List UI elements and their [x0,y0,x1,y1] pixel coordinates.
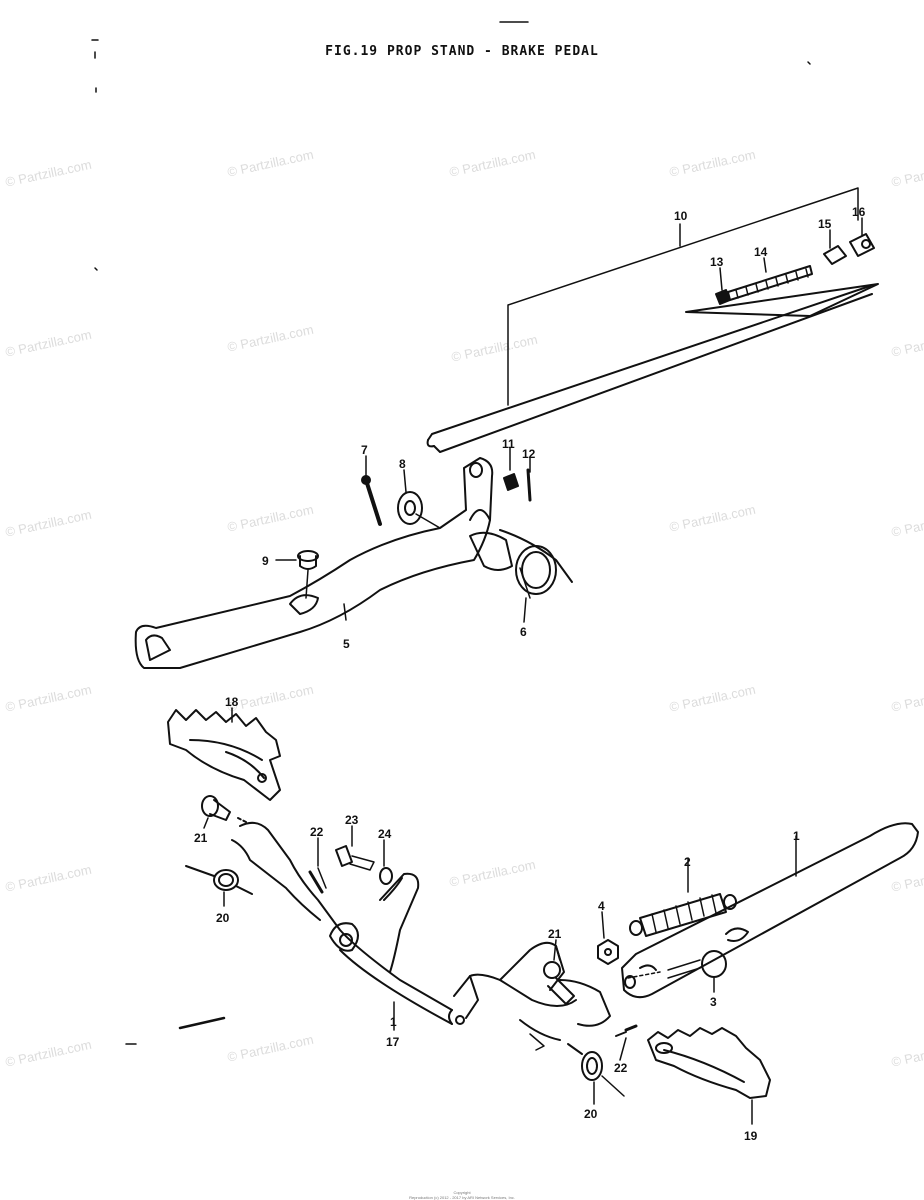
pin-21-lower [543,961,575,1005]
bolt-3 [627,950,727,979]
callout-labels: 10 14 13 15 16 7 8 11 12 9 5 6 18 21 22 … [194,205,866,1143]
footrest-18 [167,709,281,801]
callout-21-lower: 21 [548,927,562,941]
washer-24 [379,867,393,885]
callout-15: 15 [818,217,832,231]
prop-stand-1 [621,822,919,999]
callout-10: 10 [674,209,688,223]
nut-4 [597,939,619,965]
figure-title: FIG.19 PROP STAND - BRAKE PEDAL [325,44,599,59]
callout-22-left: 22 [310,825,324,839]
callout-9: 9 [262,554,269,568]
joint-15 [823,245,847,265]
callout-8: 8 [399,457,406,471]
callout-20-lower: 20 [584,1107,598,1121]
callout-17: 17 [386,1035,400,1049]
cotter-pin-22-lower [615,1024,638,1037]
footrest-bracket-17 [231,821,611,1051]
bolt-23 [335,845,375,871]
callout-2: 2 [684,855,691,869]
callout-12: 12 [522,447,536,461]
cap-9 [297,550,319,599]
callout-21-left: 21 [194,831,208,845]
callout-22-lower: 22 [614,1061,628,1075]
nut-16 [849,233,875,257]
scan-specks [91,21,811,1045]
callout-4: 4 [598,899,605,913]
copyright-line-2: Reproduction (c) 2012 - 2017 by ARI Netw… [409,1195,515,1200]
callout-13: 13 [710,255,724,269]
callout-14: 14 [754,245,768,259]
spring-20 [185,865,253,895]
callout-20-left: 20 [216,911,230,925]
callout-6: 6 [520,625,527,639]
brake-rod-10 [426,283,879,453]
callout-7: 7 [361,443,368,457]
copyright-line-1: Copyright [453,1190,471,1195]
leader-lines [203,217,863,1125]
callout-3: 3 [710,995,717,1009]
callout-11: 11 [502,437,515,451]
return-spring-6 [499,529,573,599]
spring-20-lower [567,1043,625,1097]
nut-13 [715,289,731,305]
nut-11 [503,473,519,491]
cotter-pin-12 [526,468,532,502]
pin-21 [201,795,247,823]
callout-23: 23 [345,813,359,827]
cotter-pin-22 [308,867,327,894]
brake-pedal-5 [134,457,513,669]
bracket-line-10 [507,187,859,406]
callout-5: 5 [343,637,350,651]
bolt-7 [361,475,382,526]
callout-16: 16 [852,205,866,219]
washer-8 [397,491,441,529]
callout-19: 19 [744,1129,758,1143]
callout-24: 24 [378,827,392,841]
spring-2 [629,893,737,937]
callout-1-bracket: 1 [390,1015,397,1029]
callout-18: 18 [225,695,239,709]
copyright-footer: Copyright Reproduction (c) 2012 - 2017 b… [0,1190,924,1200]
footrest-19 [647,1027,771,1099]
callout-1: 1 [793,829,800,843]
